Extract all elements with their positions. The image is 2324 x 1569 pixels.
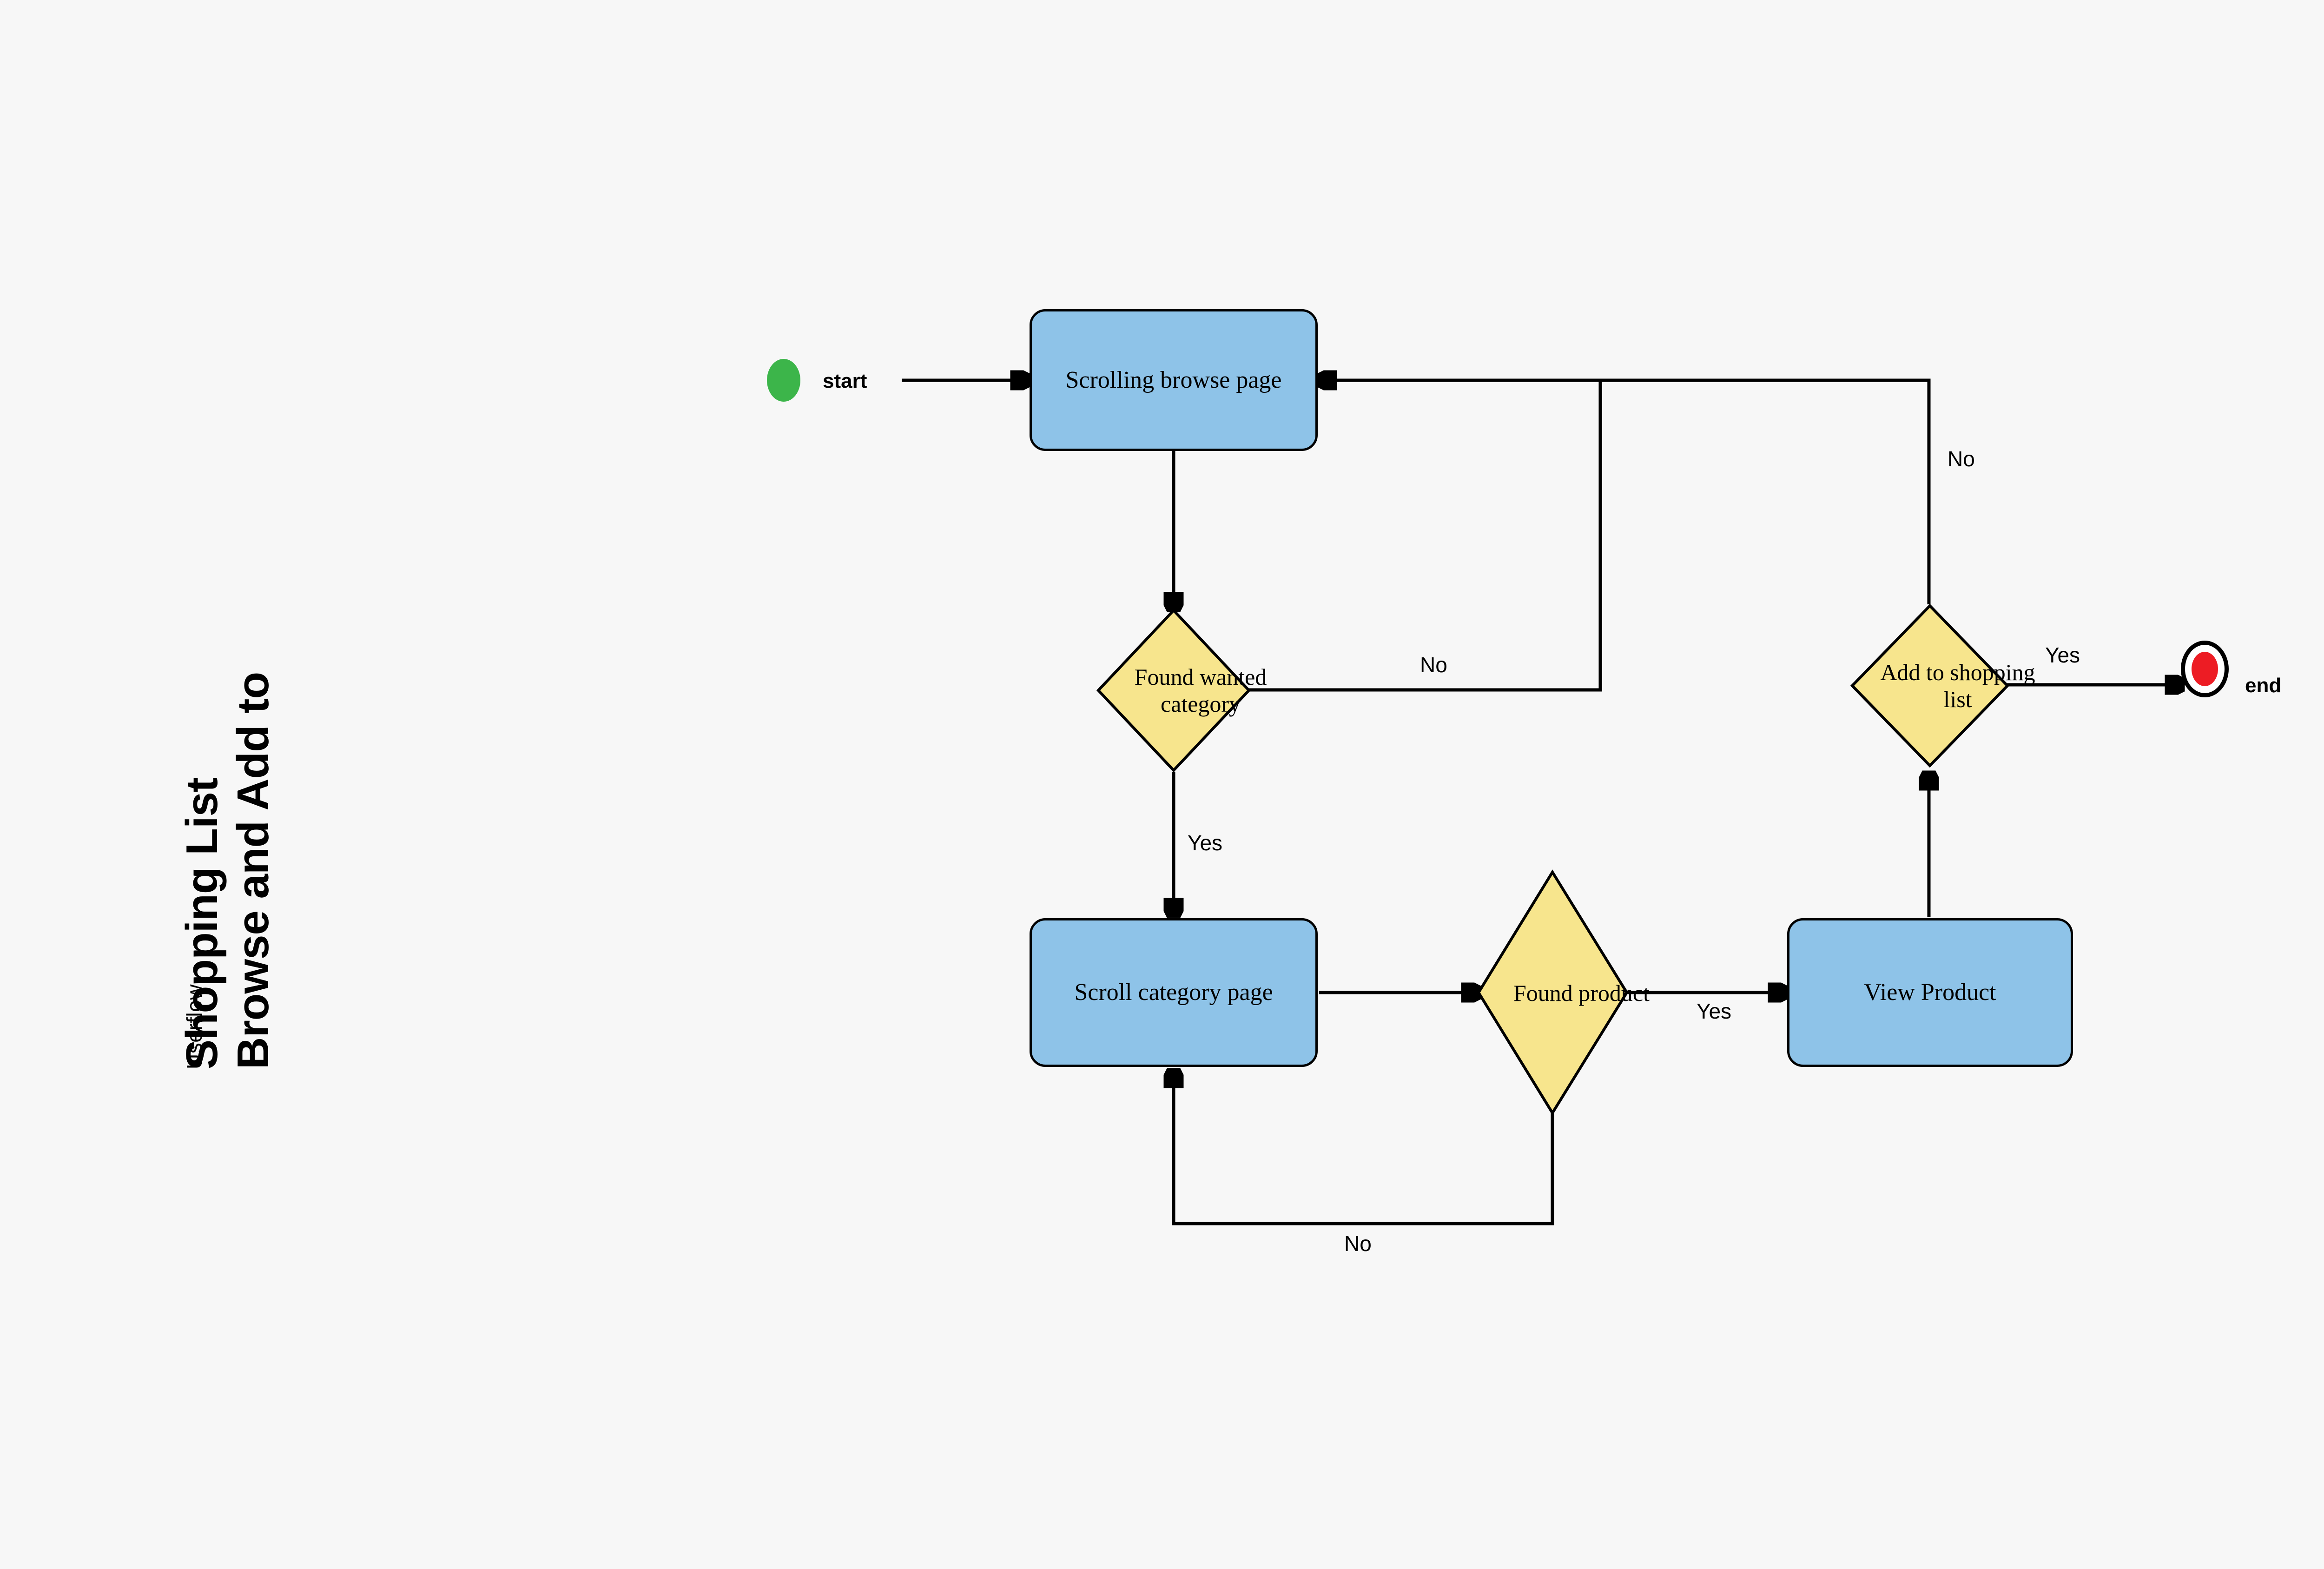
start-node-label: start: [823, 370, 867, 392]
node-view-product-label: View Product: [1864, 979, 1996, 1006]
node-scroll-category-page-label: Scroll category page: [1074, 979, 1273, 1006]
end-node-label: end: [2245, 674, 2282, 697]
start-node[interactable]: [767, 359, 800, 402]
node-add-to-shopping-list[interactable]: Add to shopping list: [1850, 603, 2035, 768]
node-found-product[interactable]: Found product: [1477, 869, 1650, 1116]
node-view-product[interactable]: View Product: [1787, 918, 2073, 1067]
node-found-wanted-category[interactable]: Found wanted category: [1096, 608, 1267, 773]
edge-label-add-to-list-yes: Yes: [2045, 643, 2080, 667]
diagram-title-block: Userflow Browse and Add to Shopping List: [70, 418, 278, 1069]
edge-label-found-category-yes: Yes: [1188, 831, 1223, 855]
diagram-title-line-1: Browse and Add to: [228, 672, 278, 1069]
node-scroll-category-page[interactable]: Scroll category page: [1030, 918, 1318, 1067]
diagram-title-line-2: Shopping List: [177, 778, 227, 1069]
end-node[interactable]: [2181, 641, 2229, 697]
edge-add-to-list-no-loop: [1321, 380, 1931, 604]
node-scrolling-browse-page[interactable]: Scrolling browse page: [1030, 309, 1318, 451]
edge-label-found-category-no: No: [1420, 653, 1447, 677]
end-node-core: [2192, 652, 2218, 686]
edge-label-found-product-yes: Yes: [1697, 999, 1732, 1023]
edge-label-add-to-list-no: No: [1948, 447, 1975, 471]
node-scrolling-browse-page-label: Scrolling browse page: [1065, 366, 1282, 393]
edge-label-found-product-no: No: [1344, 1231, 1372, 1256]
